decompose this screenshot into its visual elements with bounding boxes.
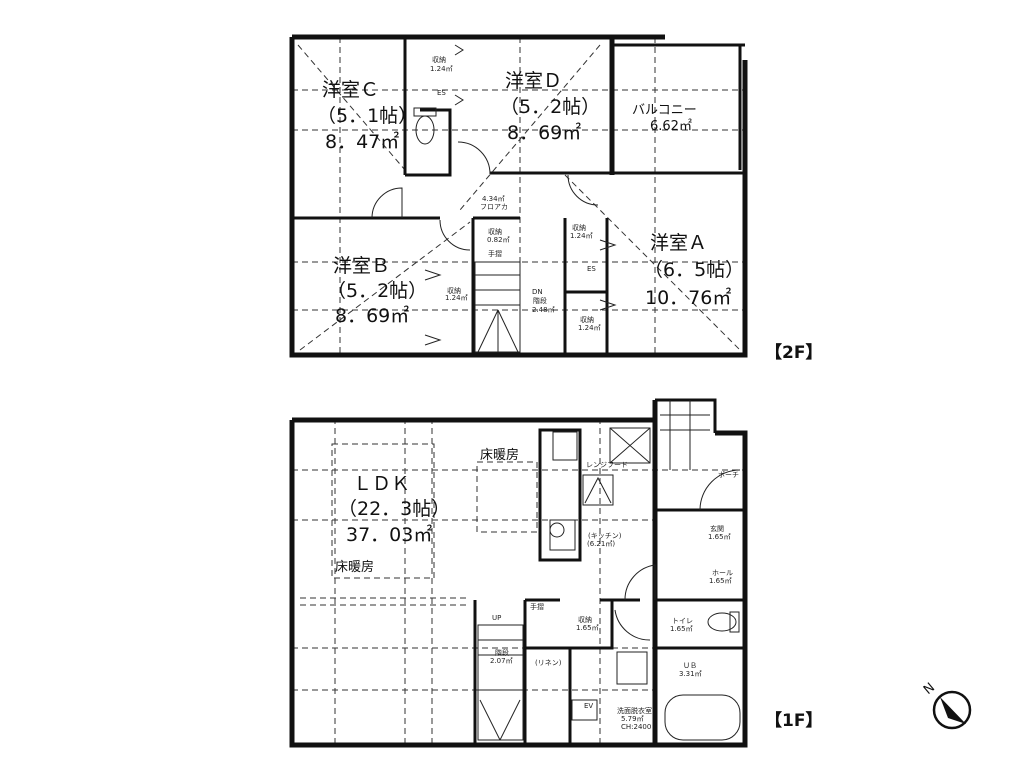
ub-label: ＵＢ xyxy=(683,662,697,670)
room-name-c: 洋室Ｃ xyxy=(322,79,379,101)
floor-1-plan: ＬＤＫ （22．3帖） 37．03㎡ 床暖房 床暖房 (キッチン) (6.21㎡… xyxy=(289,398,822,748)
washbasin xyxy=(616,651,648,685)
storage-area: 1.24㎡ xyxy=(578,324,601,332)
storage-area: 1.65㎡ xyxy=(576,624,599,632)
room-jo-ldk: （22．3帖） xyxy=(338,498,450,520)
staircase-2f xyxy=(474,261,521,353)
ub-area: 3.31㎡ xyxy=(679,670,702,678)
cooktop-icon xyxy=(552,431,578,461)
floor-heating-label: 床暖房 xyxy=(335,559,374,575)
storage-area: 1.24㎡ xyxy=(430,65,453,73)
interior-walls-2f xyxy=(292,37,745,355)
exterior-wall-2f xyxy=(289,34,748,358)
room-name-d: 洋室Ｄ xyxy=(505,70,562,92)
room-jo-b: （5．2帖） xyxy=(327,280,427,302)
room-area-ldk: 37．03㎡ xyxy=(346,523,432,546)
room-area-a: 10．76㎡ xyxy=(645,286,731,309)
hall-label: ホール xyxy=(712,569,733,577)
closet-door-mark xyxy=(424,44,617,346)
hall-area: 4.34㎡ xyxy=(482,195,505,203)
storage-area: 0.82㎡ xyxy=(487,236,510,244)
room-area-c: 8．47㎡ xyxy=(325,130,399,153)
door-swing xyxy=(439,219,471,251)
underfloor-storage xyxy=(582,474,614,506)
bathtub-icon xyxy=(664,694,741,741)
storage-label: 収納 xyxy=(447,286,461,295)
range-hood-label: レンジフード xyxy=(586,461,628,469)
stairs-label: 階段 xyxy=(533,296,547,305)
stairs-area: 2.48㎡ xyxy=(532,306,555,314)
compass-north-label: N xyxy=(921,680,938,698)
room-jo-d: （5．2帖） xyxy=(500,96,600,118)
door-swing xyxy=(457,141,491,175)
kitchen-area: (6.21㎡) xyxy=(587,540,615,548)
storage-label: 収納 xyxy=(578,615,592,624)
entrance-area: 1.65㎡ xyxy=(708,533,731,541)
hall-label: フロアカ xyxy=(480,203,508,211)
porch-label: ポーチ xyxy=(718,471,739,479)
door-swing xyxy=(699,469,741,511)
toilet-fixture xyxy=(707,612,737,632)
floor-2-plan: 洋室Ｃ （5．1帖） 8．47㎡ 洋室Ｄ （5．2帖） 8．69㎡ 洋室Ｂ （5… xyxy=(289,34,822,363)
storage-area: 1.24㎡ xyxy=(570,232,593,240)
storage-label: 収納 xyxy=(432,55,446,64)
porch-outline xyxy=(655,398,745,512)
entrance-label: 玄関 xyxy=(710,524,724,533)
door-swing xyxy=(567,174,599,206)
porch-tiles xyxy=(660,400,710,470)
handrail-label: 手摺 xyxy=(488,249,502,258)
sink-icon xyxy=(549,522,565,538)
storage-area: 1.24㎡ xyxy=(445,294,468,302)
room-jo-a: （6．5帖） xyxy=(644,259,744,281)
stairs-up-label: UP xyxy=(492,614,501,622)
washroom-label: 洗面脱衣室 xyxy=(617,706,652,715)
toilet-label: トイレ xyxy=(672,617,693,625)
floor-label-2f: 【2F】 xyxy=(765,342,822,363)
room-name-b: 洋室Ｂ xyxy=(333,255,390,277)
room-area-d: 8．69㎡ xyxy=(507,121,581,144)
stairs-area: 2.07㎡ xyxy=(490,657,513,665)
range-hood-icon xyxy=(609,427,651,464)
balcony-rail xyxy=(612,43,745,170)
room-name-ldk: ＬＤＫ xyxy=(353,473,410,495)
storage-label: 収納 xyxy=(580,315,594,324)
room-name-a: 洋室Ａ xyxy=(650,232,707,254)
linen-label: (リネン) xyxy=(535,659,562,667)
floor-heating-label: 床暖房 xyxy=(480,447,519,463)
hall-area: 1.65㎡ xyxy=(709,577,732,585)
stairs-label: 階段 xyxy=(495,648,509,657)
storage-label: 収納 xyxy=(488,227,502,236)
storage-label: 収納 xyxy=(572,223,586,232)
washroom-ceiling: CH:2400 xyxy=(621,723,651,731)
es-label: ES xyxy=(437,89,446,97)
floor-label-1f: 【1F】 xyxy=(765,710,822,731)
kitchen-island xyxy=(538,428,582,562)
balcony-name: バルコニー xyxy=(632,103,697,118)
ev-label: EV xyxy=(584,702,593,710)
door-swing xyxy=(371,187,403,219)
door-swing xyxy=(624,564,656,601)
interior-walls-1f xyxy=(473,510,745,745)
handrail-label: 手摺 xyxy=(530,602,544,611)
staircase-1f xyxy=(477,624,524,741)
ev-box xyxy=(571,699,598,721)
kitchen-label: (キッチン) xyxy=(588,532,622,540)
room-jo-c: （5．1帖） xyxy=(317,105,417,127)
room-area-b: 8．69㎡ xyxy=(335,304,409,327)
compass-icon: N xyxy=(921,680,972,730)
door-swing xyxy=(614,609,651,641)
washroom-area: 5.79㎡ xyxy=(621,715,644,723)
toilet-area: 1.65㎡ xyxy=(670,625,693,633)
es-label: ES xyxy=(587,265,596,273)
balcony-area: 6.62㎡ xyxy=(650,119,692,134)
stairs-dn-label: DN xyxy=(532,288,543,296)
